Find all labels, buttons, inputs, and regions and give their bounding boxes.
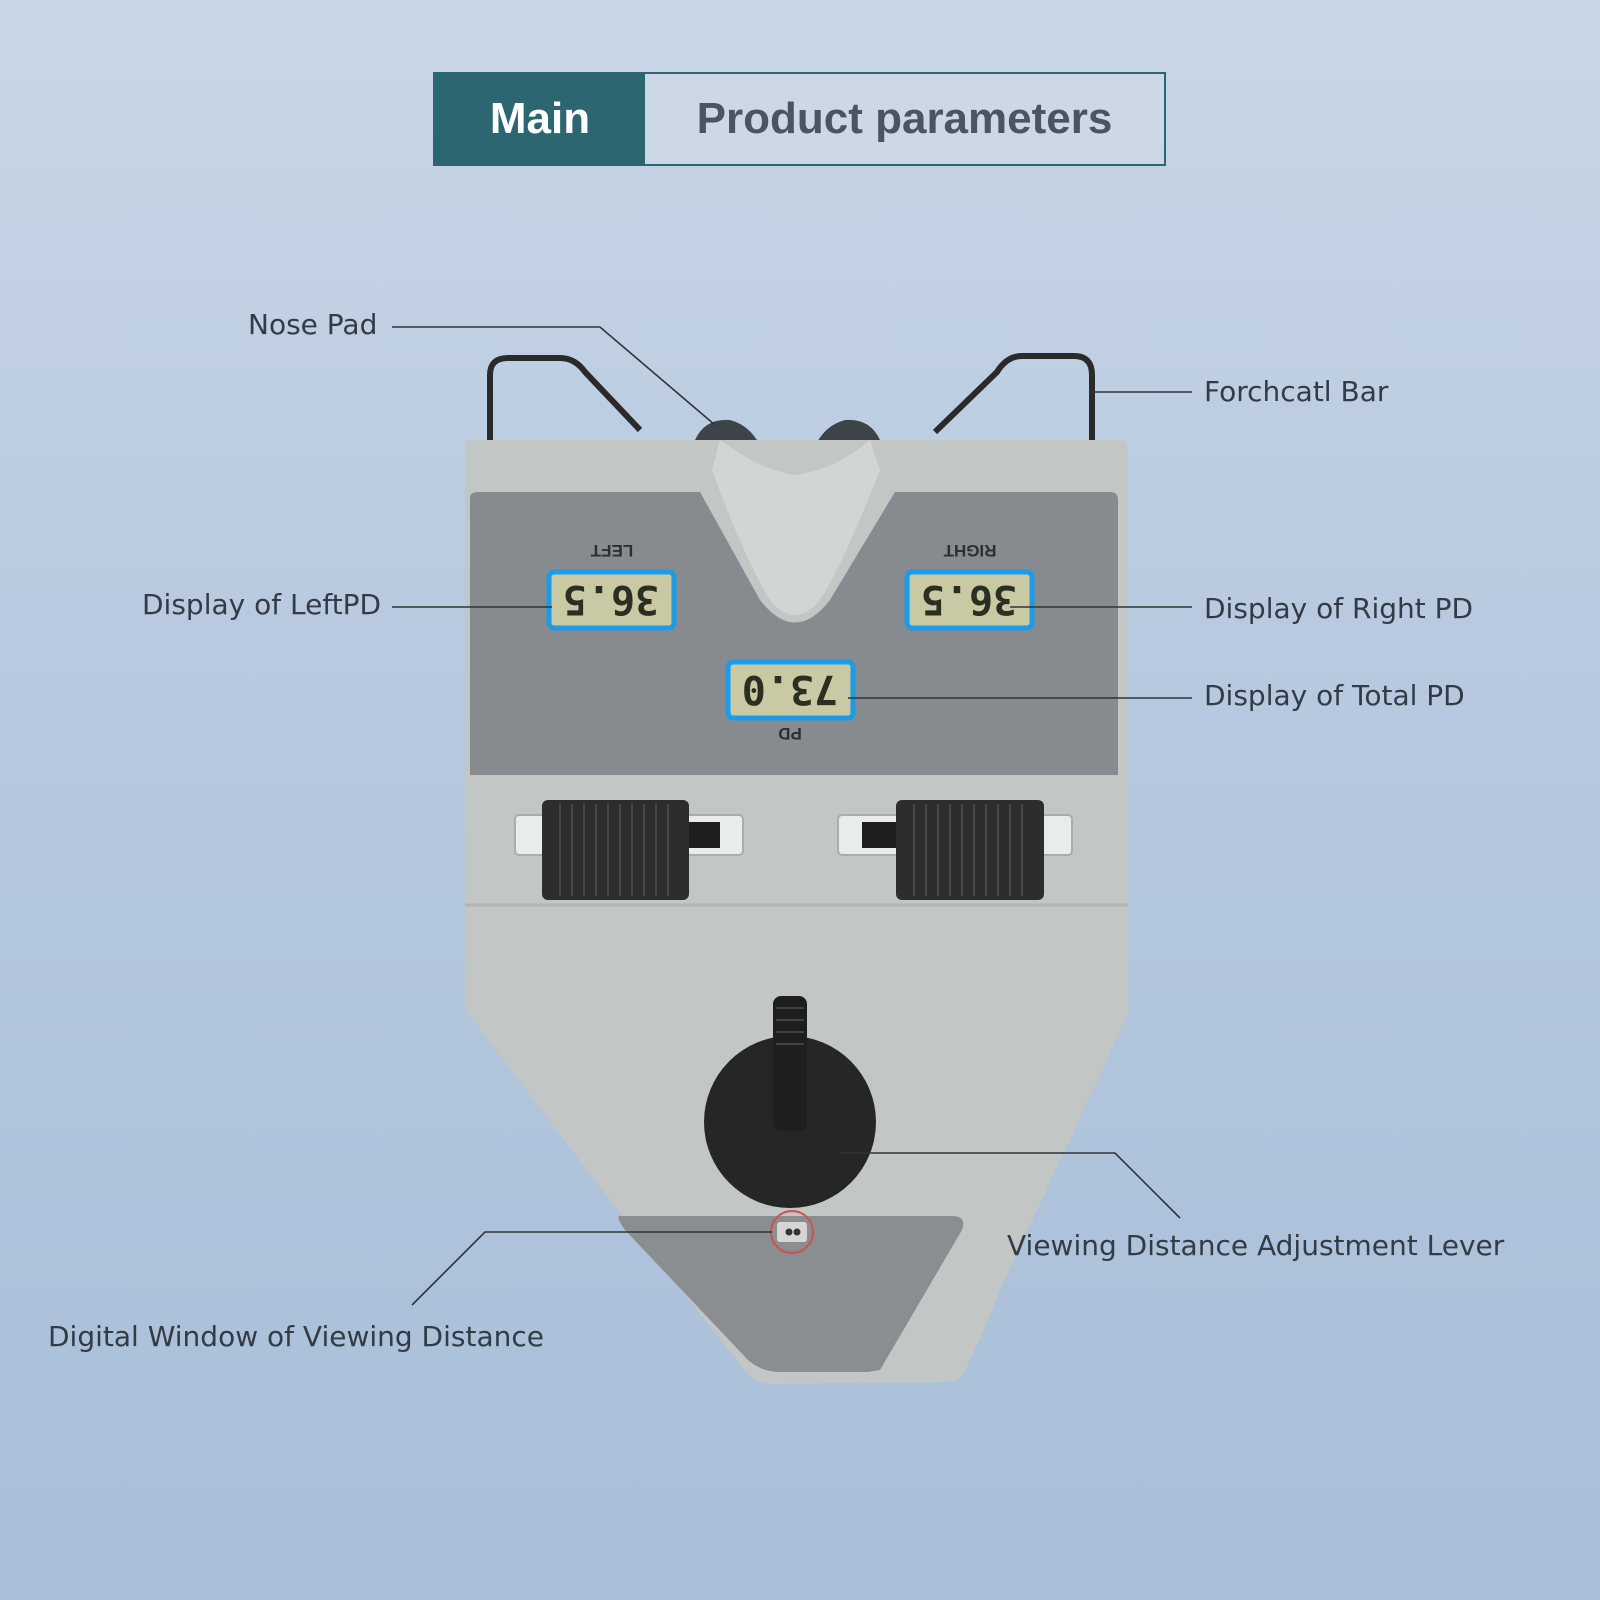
callout-left-pd: Display of LeftPD — [142, 588, 382, 621]
leader-digital-window — [411, 1231, 772, 1306]
forehead-bar-right — [932, 353, 1095, 440]
lcd-total-reading: 73.0 — [742, 666, 838, 712]
callout-forehead-bar: Forchcatl Bar — [1204, 375, 1389, 408]
callout-viewing-lever: Viewing Distance Adjustment Lever — [1007, 1229, 1505, 1262]
lcd-right-pd: 36.5 — [904, 569, 1035, 631]
lcd-total-pd: 73.0 — [725, 659, 856, 721]
header-tabs: Main Product parameters — [433, 72, 1166, 166]
slider-knob-left — [542, 800, 689, 900]
callout-digital-window: Digital Window of Viewing Distance — [48, 1320, 544, 1353]
right-label: RIGHT — [943, 541, 997, 560]
lcd-left-pd: 36.5 — [546, 569, 677, 631]
slider-knob-right — [896, 800, 1044, 900]
lower-panel — [618, 1216, 964, 1372]
callout-right-pd: Display of Right PD — [1204, 592, 1474, 625]
display-panel — [470, 492, 1118, 775]
lcd-right-reading: 36.5 — [921, 576, 1017, 622]
leader-nose-pad — [392, 326, 716, 426]
callout-total-pd: Display of Total PD — [1204, 679, 1465, 712]
left-label: LEFT — [590, 541, 633, 560]
leader-viewing-lever — [840, 1152, 1181, 1219]
pd-label: PD — [778, 724, 802, 743]
callout-nose-pad: Nose Pad — [248, 308, 378, 341]
lcd-left-reading: 36.5 — [563, 576, 659, 622]
tab-product-parameters[interactable]: Product parameters — [645, 74, 1164, 164]
forehead-bar-left — [487, 355, 643, 440]
tab-main[interactable]: Main — [435, 74, 645, 164]
viewing-distance-lever — [704, 996, 876, 1208]
